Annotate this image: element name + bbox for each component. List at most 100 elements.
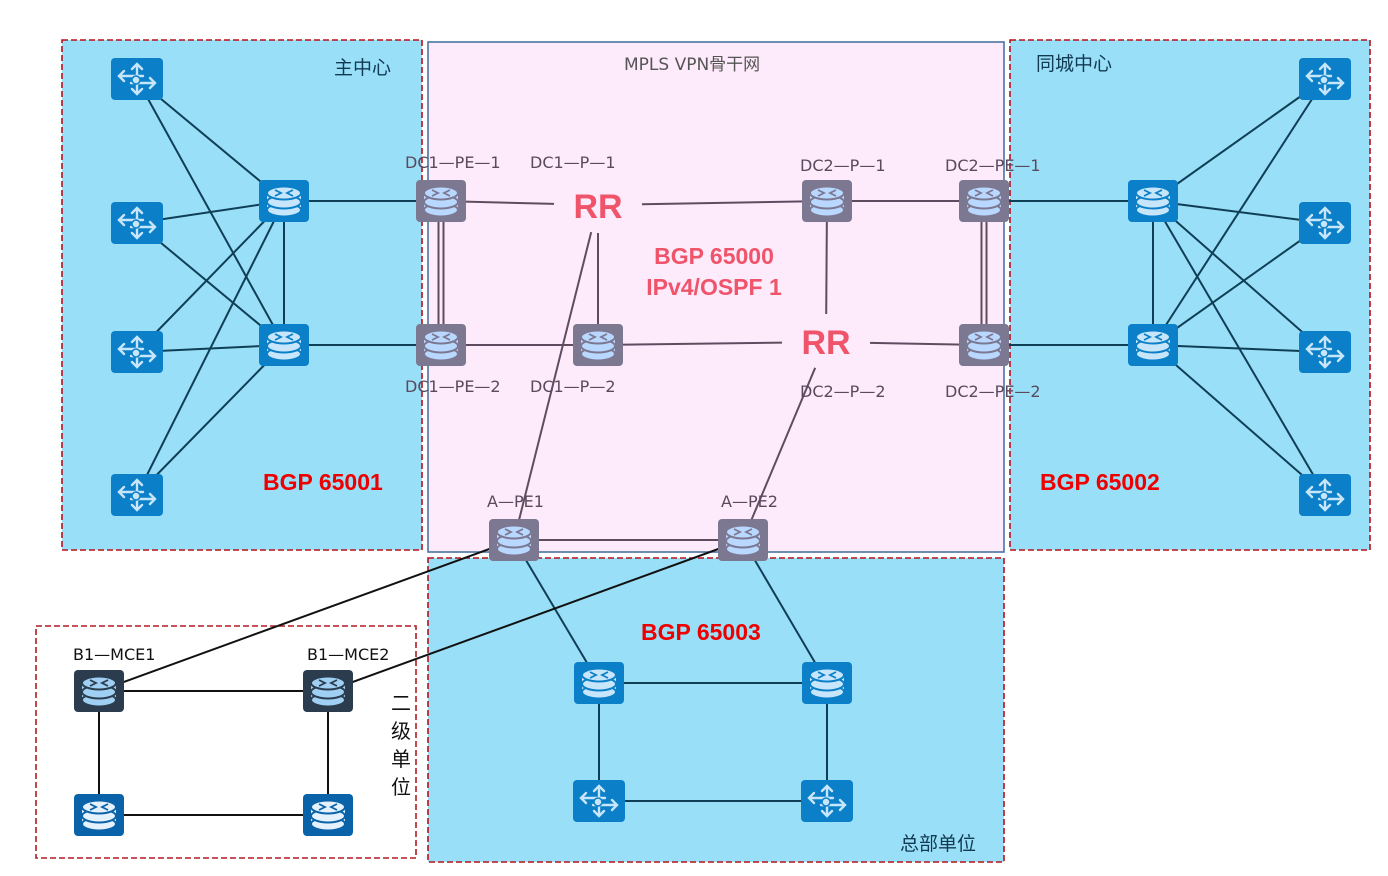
node-label: A—PE1 (487, 492, 544, 511)
rr-text: RR (573, 188, 622, 226)
node-label: DC2—P—2 (800, 382, 886, 401)
router-cc-r1[interactable] (1128, 180, 1178, 222)
router-dc2-pe-2[interactable]: DC2—PE—2 (945, 324, 1041, 401)
switch-cc-sw2[interactable] (1299, 202, 1351, 244)
router-icon (416, 324, 466, 366)
router-icon (574, 662, 624, 704)
link-cc-r2-cc-sw4 (1152, 344, 1326, 496)
router-a-pe1[interactable]: A—PE1 (487, 492, 544, 561)
link-cc-r1-cc-sw3 (1152, 200, 1326, 353)
switch-mc-sw3[interactable] (111, 331, 163, 373)
switch-icon (111, 474, 163, 516)
node-label: A—PE2 (721, 492, 778, 511)
link-rr-dc1-p-1-dc2-p-1 (641, 200, 828, 206)
link-cc-r1-cc-sw1 (1152, 78, 1326, 202)
zone-city-center (1009, 39, 1371, 551)
link-mc-sw4-mc-r2 (136, 344, 285, 496)
router-icon (489, 519, 539, 561)
router-icon (259, 180, 309, 222)
router-icon (74, 794, 124, 836)
node-label: DC2—PE—1 (945, 156, 1041, 175)
bgp-label-main-center: BGP 65001 (263, 469, 383, 495)
zone-title-main-center: 主中心 (334, 57, 391, 79)
link-cc-r2-cc-sw3 (1152, 344, 1326, 353)
route-reflector-rr-dc2-p-2[interactable]: RR DC2—P—2 (800, 324, 886, 401)
router-b1-mce1[interactable]: B1—MCE1 (73, 645, 155, 712)
zone-title-secondary-char-3: 单 (391, 747, 411, 771)
link-a-pe2-hq-r2 (742, 539, 828, 684)
switch-cc-sw1[interactable] (1299, 58, 1351, 100)
node-label: DC2—PE—2 (945, 382, 1041, 401)
node-label: DC1—PE—1 (405, 153, 501, 172)
zone-title-secondary-char-1: 二 (391, 691, 411, 715)
zones (35, 39, 1371, 863)
router-icon (74, 670, 124, 712)
zone-headquarters (427, 557, 1005, 863)
router-b1-r4[interactable] (303, 794, 353, 836)
zone-title-secondary-char-2: 级 (391, 719, 411, 743)
router-dc1-p-2[interactable]: DC1—P—2 (530, 324, 623, 396)
router-cc-r2[interactable] (1128, 324, 1178, 366)
router-dc2-pe-1[interactable]: DC2—PE—1 (945, 156, 1041, 222)
bgp-label-backbone-igp: IPv4/OSPF 1 (646, 274, 782, 300)
router-dc2-p-1[interactable]: DC2—P—1 (800, 156, 886, 222)
node-label: DC1—P—2 (530, 377, 616, 396)
router-icon (303, 794, 353, 836)
router-icon (573, 324, 623, 366)
switch-cc-sw3[interactable] (1299, 331, 1351, 373)
switch-hq-sw2[interactable] (801, 780, 853, 822)
switch-icon (1299, 474, 1351, 516)
zone-title-headquarters: 总部单位 (900, 833, 976, 855)
router-icon (1128, 180, 1178, 222)
link-mc-sw4-mc-r1 (136, 200, 285, 496)
router-a-pe2[interactable]: A—PE2 (718, 492, 778, 561)
router-icon (1128, 324, 1178, 366)
switch-icon (111, 58, 163, 100)
router-b1-mce2[interactable]: B1—MCE2 (303, 645, 389, 712)
link-cc-r2-cc-sw2 (1152, 222, 1326, 346)
link-cc-r2-cc-sw1 (1152, 78, 1326, 346)
link-a-pe1-b1-mce1 (98, 539, 515, 692)
zone-title-secondary-char-4: 位 (391, 775, 411, 799)
router-dc1-pe-2[interactable]: DC1—PE—2 (405, 324, 501, 396)
router-icon (959, 324, 1009, 366)
router-mc-r1[interactable] (259, 180, 309, 222)
link-rr-dc1-p-1-a-pe1 (513, 231, 593, 541)
switch-icon (1299, 202, 1351, 244)
zone-title-secondary-unit: 二 级 单 位 (391, 691, 411, 799)
router-hq-r1[interactable] (574, 662, 624, 704)
router-icon (303, 670, 353, 712)
switch-icon (1299, 58, 1351, 100)
link-a-pe1-hq-r1 (513, 539, 600, 684)
switch-hq-sw1[interactable] (573, 780, 625, 822)
zone-title-city-center: 同城中心 (1036, 53, 1112, 75)
link-mc-sw1-mc-r1 (136, 78, 285, 202)
switch-mc-sw2[interactable] (111, 202, 163, 244)
router-icon (416, 180, 466, 222)
zone-main-center (61, 39, 423, 551)
bgp-label-backbone-as: BGP 65000 (654, 243, 774, 269)
router-icon (959, 180, 1009, 222)
router-b1-r3[interactable] (74, 794, 124, 836)
node-label: B1—MCE2 (307, 645, 389, 664)
rr-text: RR (801, 324, 850, 362)
zone-title-backbone: MPLS VPN骨干网 (624, 55, 760, 75)
router-icon (802, 662, 852, 704)
zone-backbone (427, 41, 1005, 553)
switch-mc-sw1[interactable] (111, 58, 163, 100)
switch-cc-sw4[interactable] (1299, 474, 1351, 516)
switch-mc-sw4[interactable] (111, 474, 163, 516)
link-mc-sw3-mc-r1 (136, 200, 285, 353)
switch-icon (111, 202, 163, 244)
node-label: DC1—P—1 (530, 153, 616, 172)
route-reflector-rr-dc1-p-1[interactable]: RR DC1—P—1 (530, 153, 623, 226)
node-label: DC1—PE—2 (405, 377, 501, 396)
links (98, 78, 1326, 816)
switch-icon (801, 780, 853, 822)
router-mc-r2[interactable] (259, 324, 309, 366)
router-dc1-pe-1[interactable]: DC1—PE—1 (405, 153, 501, 222)
router-icon (718, 519, 768, 561)
router-hq-r2[interactable] (802, 662, 852, 704)
